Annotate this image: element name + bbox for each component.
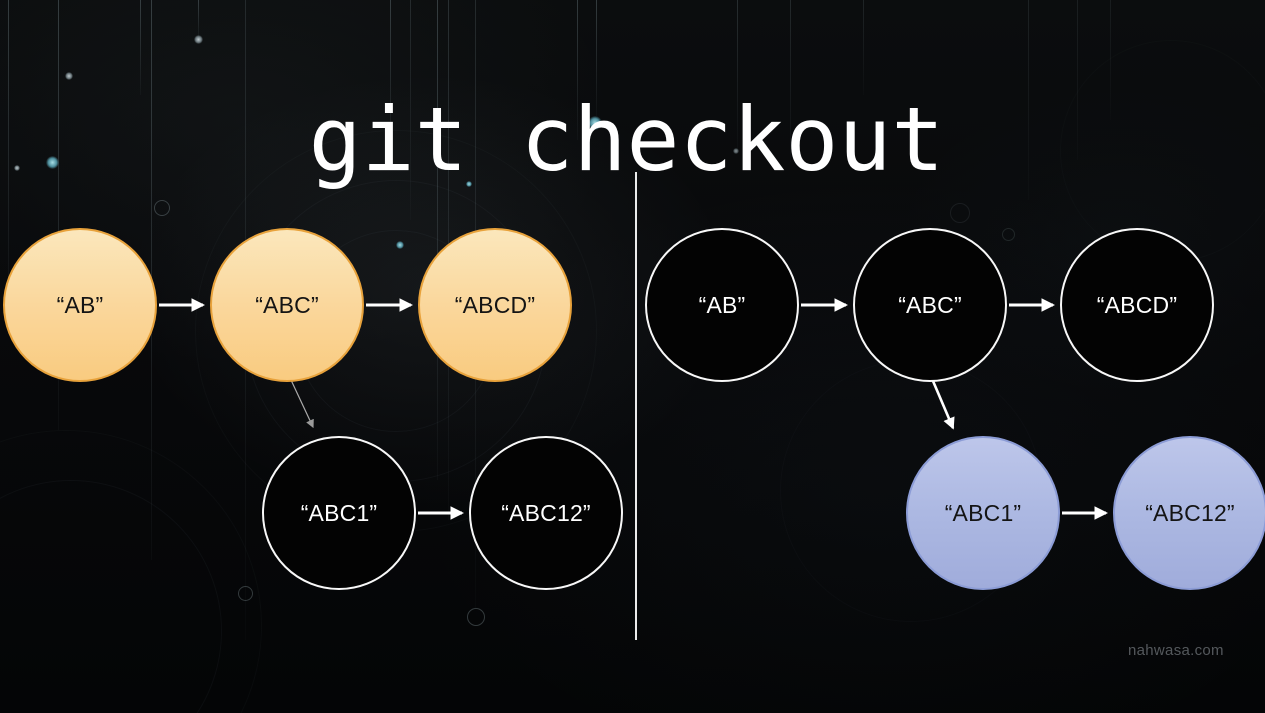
commit-label: “AB” [56,291,104,318]
bg-line [1028,0,1029,200]
bg-line [737,0,738,150]
commit-node-left-abc1: “ABC1” [262,436,416,590]
bg-line [596,0,597,116]
commit-node-left-abc12: “ABC12” [469,436,623,590]
commit-node-right-abc1: “ABC1” [906,436,1060,590]
bg-dot [46,156,59,169]
bg-line [1110,0,1111,120]
commit-node-left-abcd: “ABCD” [418,228,572,382]
commit-label: “ABC12” [501,499,591,526]
bg-line [8,0,9,300]
commit-label: “AB” [698,291,746,318]
bg-line [198,0,199,38]
bg-line [390,0,391,150]
commit-node-right-abc: “ABC” [853,228,1007,382]
bg-ring [154,200,170,216]
commit-label: “ABC12” [1145,499,1235,526]
commit-label: “ABCD” [1096,291,1178,318]
bg-line [140,0,141,95]
watermark: nahwasa.com [1128,642,1224,659]
bg-dot [588,116,602,130]
commit-node-left-ab: “AB” [3,228,157,382]
commit-label: “ABC” [255,291,319,318]
bg-ring [1002,228,1015,241]
bg-ring [238,586,253,601]
bg-ring [467,608,485,626]
commit-label: “ABC1” [300,499,378,526]
bg-dot [466,181,472,187]
bg-line [1077,0,1078,160]
commit-node-left-abc: “ABC” [210,228,364,382]
commit-node-right-abcd: “ABCD” [1060,228,1214,382]
bg-dot [194,35,203,44]
commit-node-right-abc12: “ABC12” [1113,436,1265,590]
bg-line [410,0,411,220]
commit-node-right-ab: “AB” [645,228,799,382]
bg-line [58,0,59,430]
commit-label: “ABC” [898,291,962,318]
bg-line [790,0,791,162]
arrow-right-abc-abc1 [931,380,955,430]
bg-line [577,0,578,140]
divider-line [635,172,637,640]
bg-dot [65,72,73,80]
commit-label: “ABC1” [944,499,1022,526]
arrow-left-abc-abc1 [290,379,314,429]
commit-label: “ABCD” [454,291,536,318]
bg-dot [14,165,20,171]
bg-dot [733,148,739,154]
bg-line [863,0,864,95]
page-title: git checkout [308,87,945,191]
bg-ring [950,203,970,223]
